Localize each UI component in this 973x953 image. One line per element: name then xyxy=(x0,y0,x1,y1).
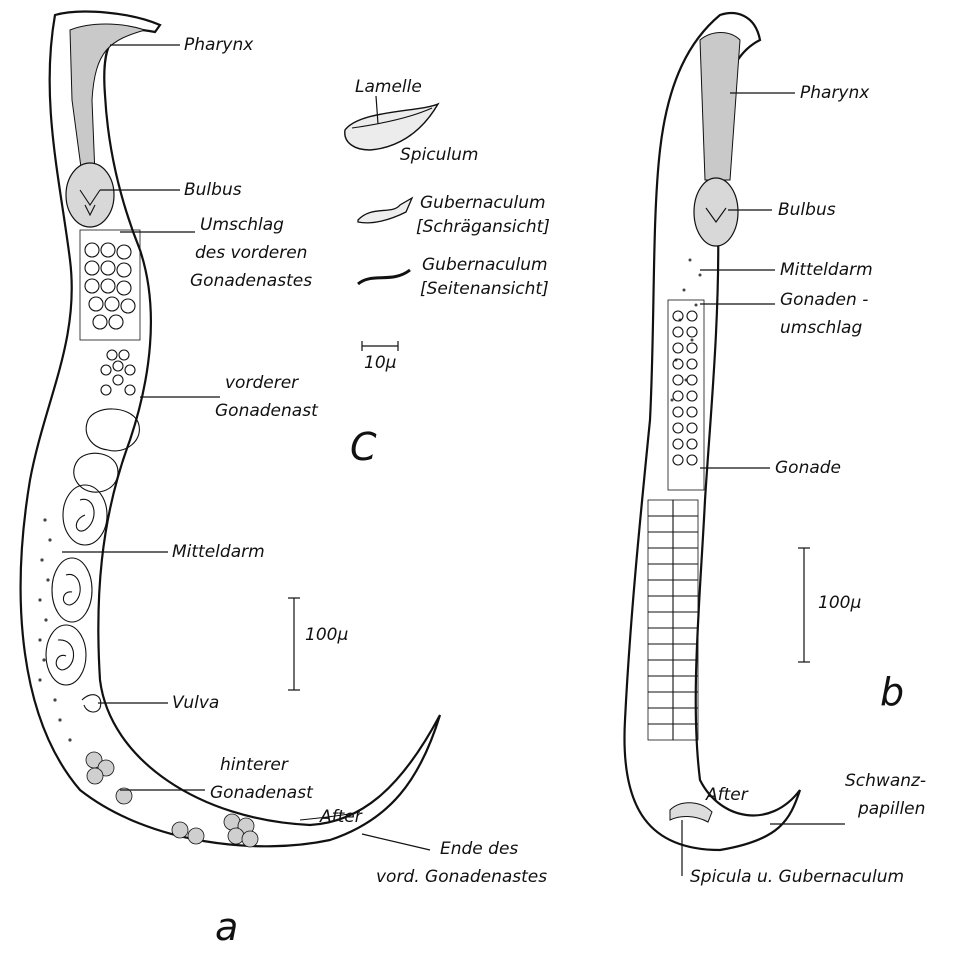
panel-b-cell-rows xyxy=(648,500,698,740)
panel-a-pharynx xyxy=(70,24,145,175)
label-gonaden-2: umschlag xyxy=(780,318,862,338)
label-umschlag-a-1: Umschlag xyxy=(200,215,284,235)
panel-a-cell xyxy=(74,453,118,492)
label-after-a: After xyxy=(319,807,363,827)
panel-a-bulbus xyxy=(66,163,114,227)
label-lamelle: Lamelle xyxy=(355,77,422,97)
label-gub2-2: [Seitenansicht] xyxy=(420,279,549,299)
panel-letter-c: C xyxy=(350,425,377,469)
label-hinterer-2: Gonadenast xyxy=(210,783,314,803)
label-pharynx-a: Pharynx xyxy=(184,35,254,55)
label-gonade: Gonade xyxy=(775,458,841,478)
label-vulva: Vulva xyxy=(172,693,219,713)
label-ende-1: Ende des xyxy=(440,839,518,859)
panel-a-labels: Pharynx Bulbus Umschlag des vorderen Gon… xyxy=(62,35,547,949)
label-schwanz-2: papillen xyxy=(857,799,925,819)
label-after-b: After xyxy=(705,785,749,805)
panel-c: Lamelle Spiculum Gubernaculum [Schrägans… xyxy=(345,77,550,469)
label-gub1-2: [Schrägansicht] xyxy=(416,217,550,237)
label-gonaden-1: Gonaden - xyxy=(780,290,868,310)
label-ende-2: vord. Gonadenastes xyxy=(376,867,547,887)
scale-label-c: 10μ xyxy=(364,353,397,373)
panel-a-cell xyxy=(86,409,139,451)
label-vorderer-2: Gonadenast xyxy=(215,401,319,421)
label-bulbus-b: Bulbus xyxy=(778,200,836,220)
label-spiculum: Spiculum xyxy=(400,145,478,165)
label-schwanz-1: Schwanz- xyxy=(845,771,926,791)
label-vorderer-1: vorderer xyxy=(225,373,299,393)
label-mitteldarm-a: Mitteldarm xyxy=(172,542,265,562)
label-umschlag-a-2: des vorderen xyxy=(195,243,307,263)
panel-letter-a: a xyxy=(215,905,238,949)
gubernaculum-oblique xyxy=(358,198,412,223)
label-spicula: Spicula u. Gubernaculum xyxy=(690,867,904,887)
scale-label-b: 100μ xyxy=(818,593,861,613)
label-bulbus-a: Bulbus xyxy=(184,180,242,200)
gubernaculum-lateral xyxy=(358,270,410,284)
panel-b-bulbus xyxy=(694,178,738,246)
panel-b-spicula xyxy=(670,803,712,822)
label-pharynx-b: Pharynx xyxy=(800,83,870,103)
panel-letter-b: b xyxy=(880,670,904,714)
panel-b-worm xyxy=(624,13,800,850)
panel-a-anterior-gonad xyxy=(80,230,140,395)
label-umschlag-a-3: Gonadenastes xyxy=(190,271,312,291)
label-mitteldarm-b: Mitteldarm xyxy=(780,260,873,280)
scale-label-a: 100μ xyxy=(305,625,348,645)
panel-b-gonad xyxy=(668,300,704,490)
label-gub2-1: Gubernaculum xyxy=(422,255,548,275)
label-gub1-1: Gubernaculum xyxy=(420,193,546,213)
panel-a-vulva xyxy=(82,695,101,712)
label-hinterer-1: hinterer xyxy=(220,755,289,775)
panel-b-pharynx xyxy=(700,33,740,181)
